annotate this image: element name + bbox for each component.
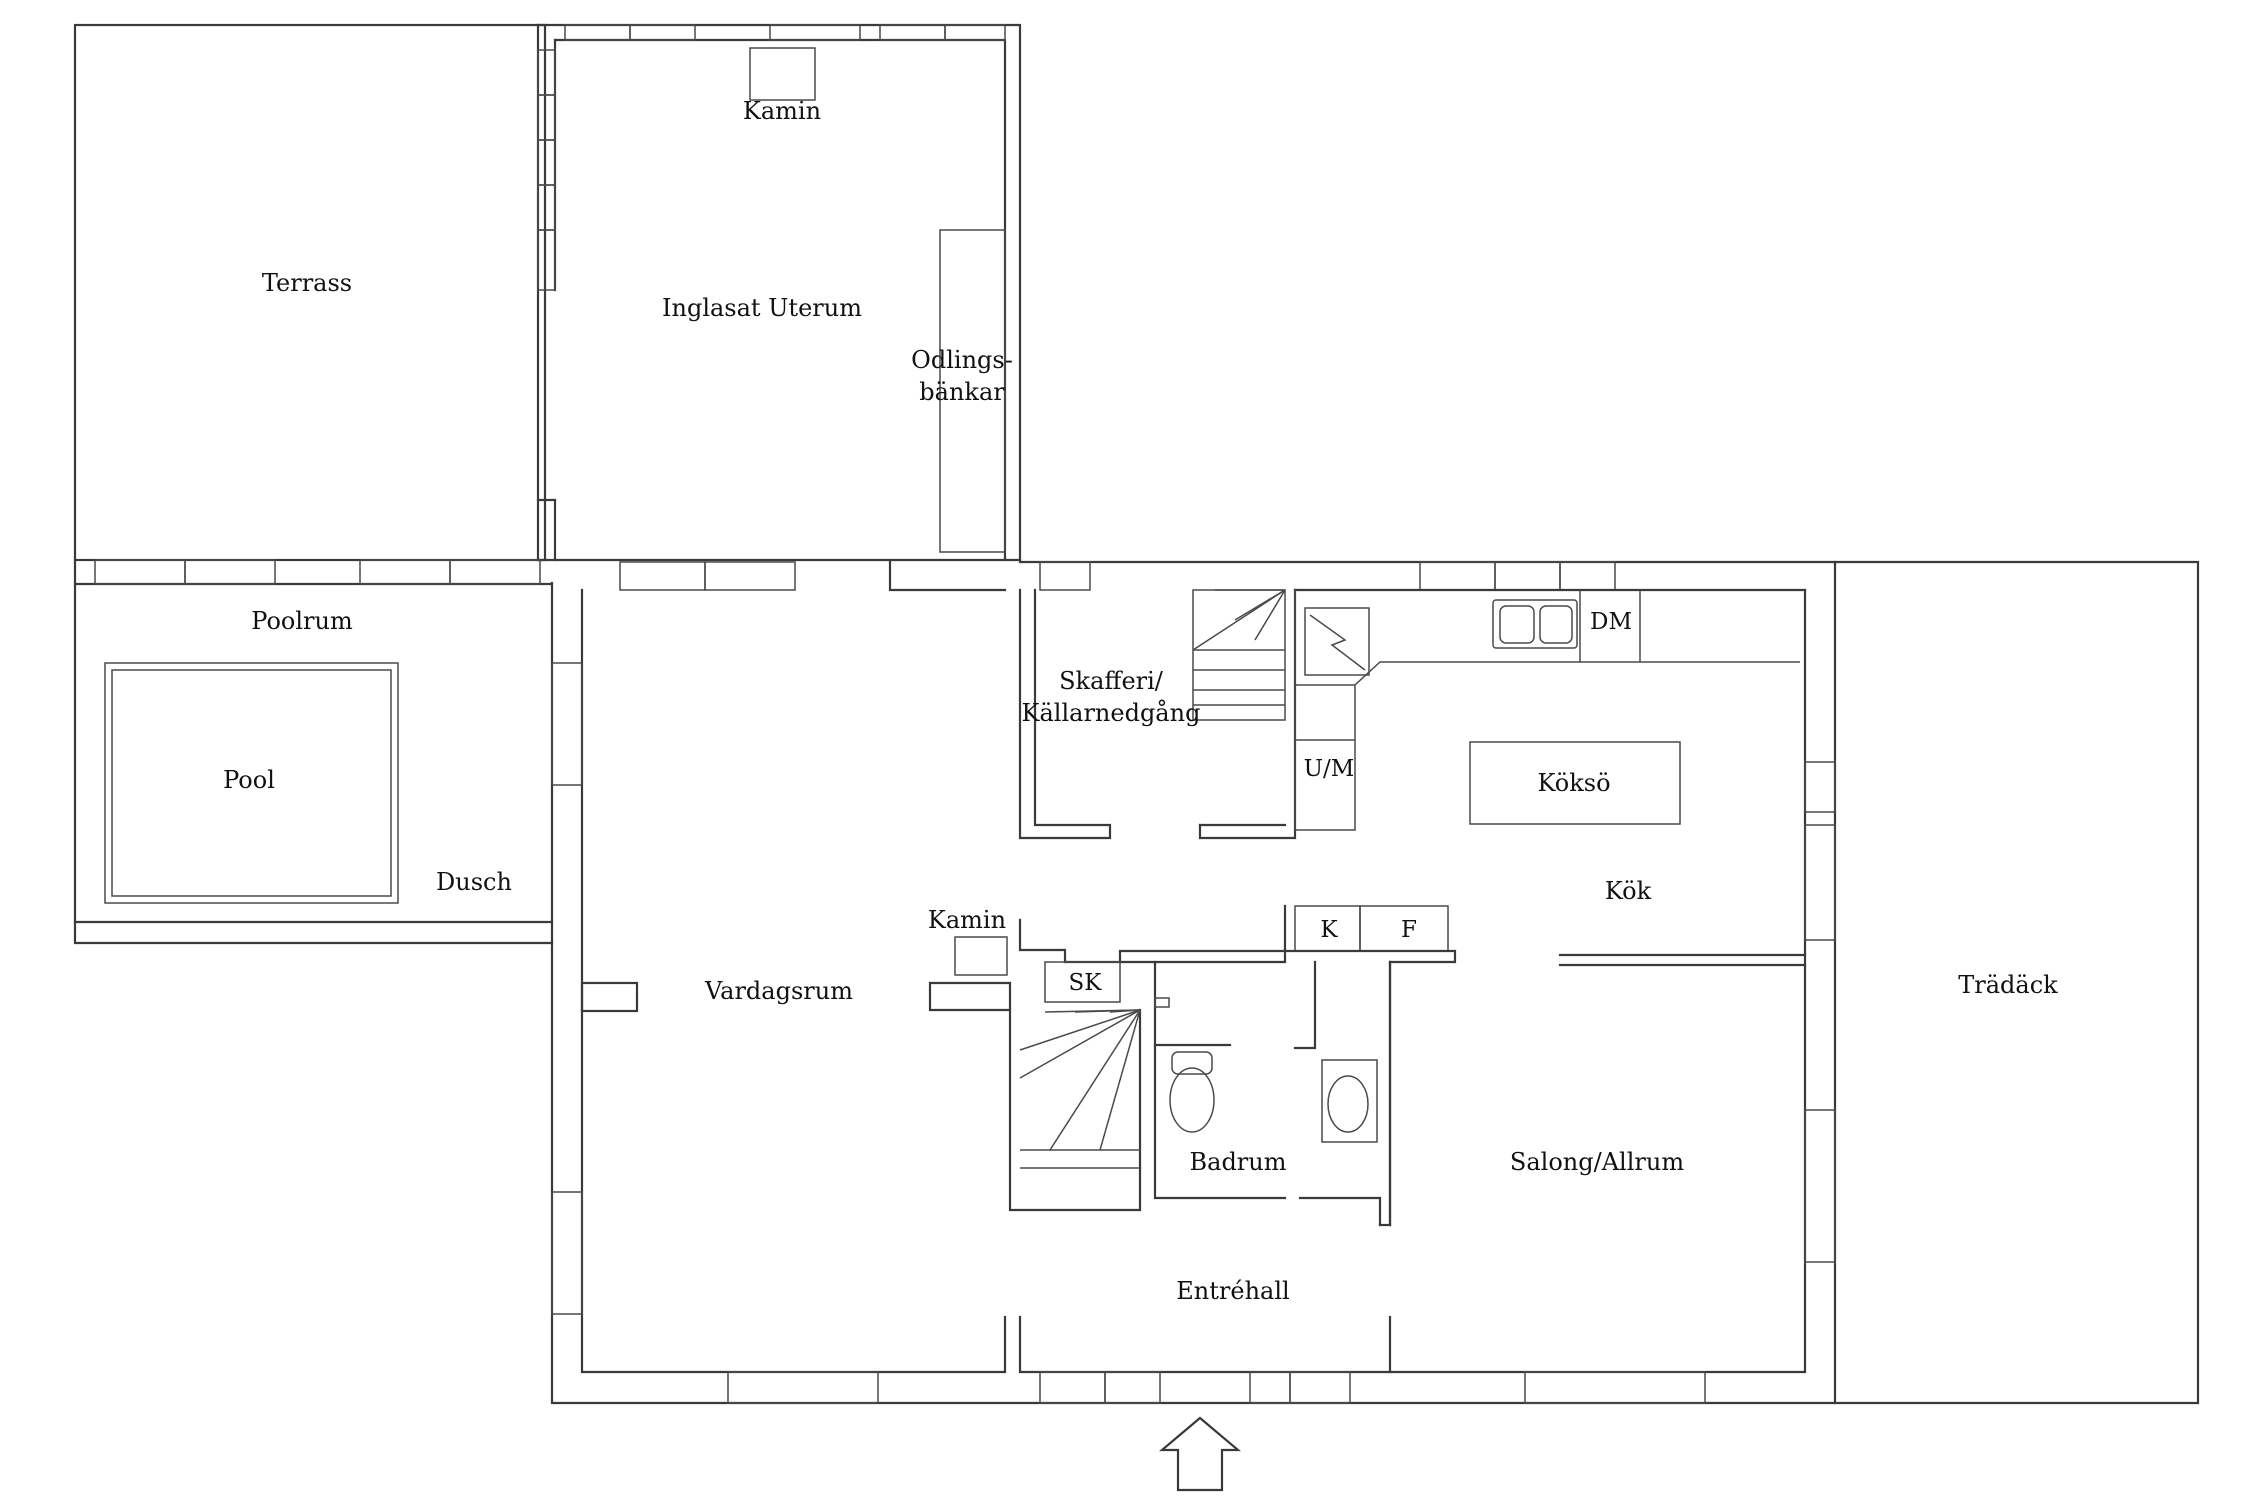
double-sink-icon [1492,599,1578,649]
label-um: U/M [1304,756,1355,782]
label-inglasat-uterum: Inglasat Uterum [662,294,862,322]
label-terrass: Terrass [262,269,352,297]
label-dm: DM [1590,609,1632,635]
label-odlings-1: Odlings- [911,346,1013,374]
windows [94,24,1836,1404]
label-tradack: Trädäck [1958,971,2058,999]
label-kokso: Köksö [1537,769,1610,797]
label-pool: Pool [223,766,275,794]
room-labels: Terrass Kamin Inglasat Uterum Odlings- b… [223,97,2058,1305]
interior-walls [104,47,1807,1227]
stove-icon [1304,607,1370,676]
sink-icon [1321,1059,1378,1143]
label-skafferi-1: Skafferi/ [1059,667,1164,695]
label-vardagsrum: Vardagsrum [704,977,853,1005]
label-skafferi-2: Källarnedgång [1022,698,1201,727]
label-kok: Kök [1605,877,1652,905]
label-sk: SK [1069,970,1103,996]
label-k: K [1320,917,1338,943]
entrance-arrow-icon [1158,1416,1242,1492]
label-poolrum: Poolrum [251,607,353,635]
stairs-icon [1008,1008,1142,1212]
toilet-icon [1169,1051,1215,1133]
label-kamin-vardagsrum: Kamin [928,906,1006,934]
label-f: F [1401,917,1417,943]
stairs-icon [1192,589,1286,721]
label-badrum: Badrum [1190,1148,1287,1176]
label-dusch: Dusch [436,868,512,896]
label-entrehall: Entréhall [1176,1277,1289,1305]
label-salong-allrum: Salong/Allrum [1510,1148,1684,1176]
label-kamin-uterum: Kamin [743,97,821,125]
label-odlings-2: bänkar [919,378,1005,406]
